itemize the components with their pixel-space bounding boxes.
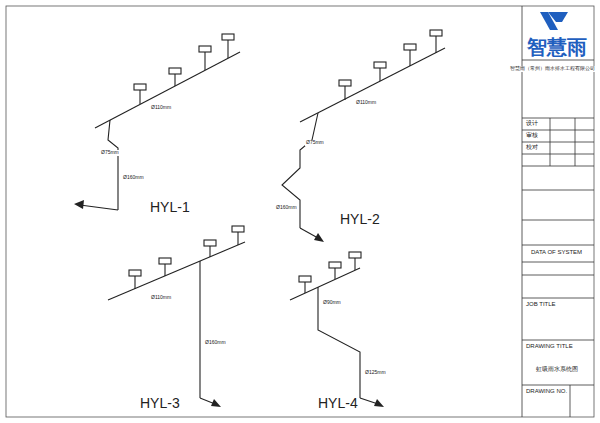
block-heading: JOB TITLE	[525, 301, 557, 308]
pipe-size: Ø160mm	[204, 340, 227, 346]
pipe-size: Ø75mm	[305, 140, 325, 146]
table-cell: 设计	[525, 120, 539, 127]
pipe-size: Ø110mm	[150, 105, 172, 111]
pipe-size: Ø125mm	[364, 370, 387, 376]
table-cell: 校对	[525, 144, 539, 151]
block-heading: DATA OF SYSTEM	[530, 249, 583, 256]
system-label: HYL-4	[318, 396, 358, 411]
table-cell: 审核	[525, 132, 539, 139]
block-heading: DRAWING TITLE	[525, 343, 574, 350]
system-label: HYL-2	[340, 212, 380, 227]
pipe-size: Ø160mm	[122, 175, 145, 181]
system-label: HYL-3	[140, 396, 180, 411]
pipe-size: Ø75mm	[100, 150, 120, 156]
pipe-size: Ø90mm	[322, 300, 342, 306]
pipe-size: Ø110mm	[150, 295, 172, 301]
system-label: HYL-1	[150, 200, 190, 215]
pipe-size: Ø160mm	[275, 205, 298, 211]
block-heading: DRAWING NO.	[525, 388, 568, 395]
logo-text: 智慧雨	[527, 36, 587, 58]
pipe-size: Ø110mm	[355, 100, 377, 106]
drawing-title: 虹吸雨水系统图	[535, 366, 579, 373]
company-name: 智慧雨（常州）雨水排水工程有限公司	[509, 66, 596, 72]
